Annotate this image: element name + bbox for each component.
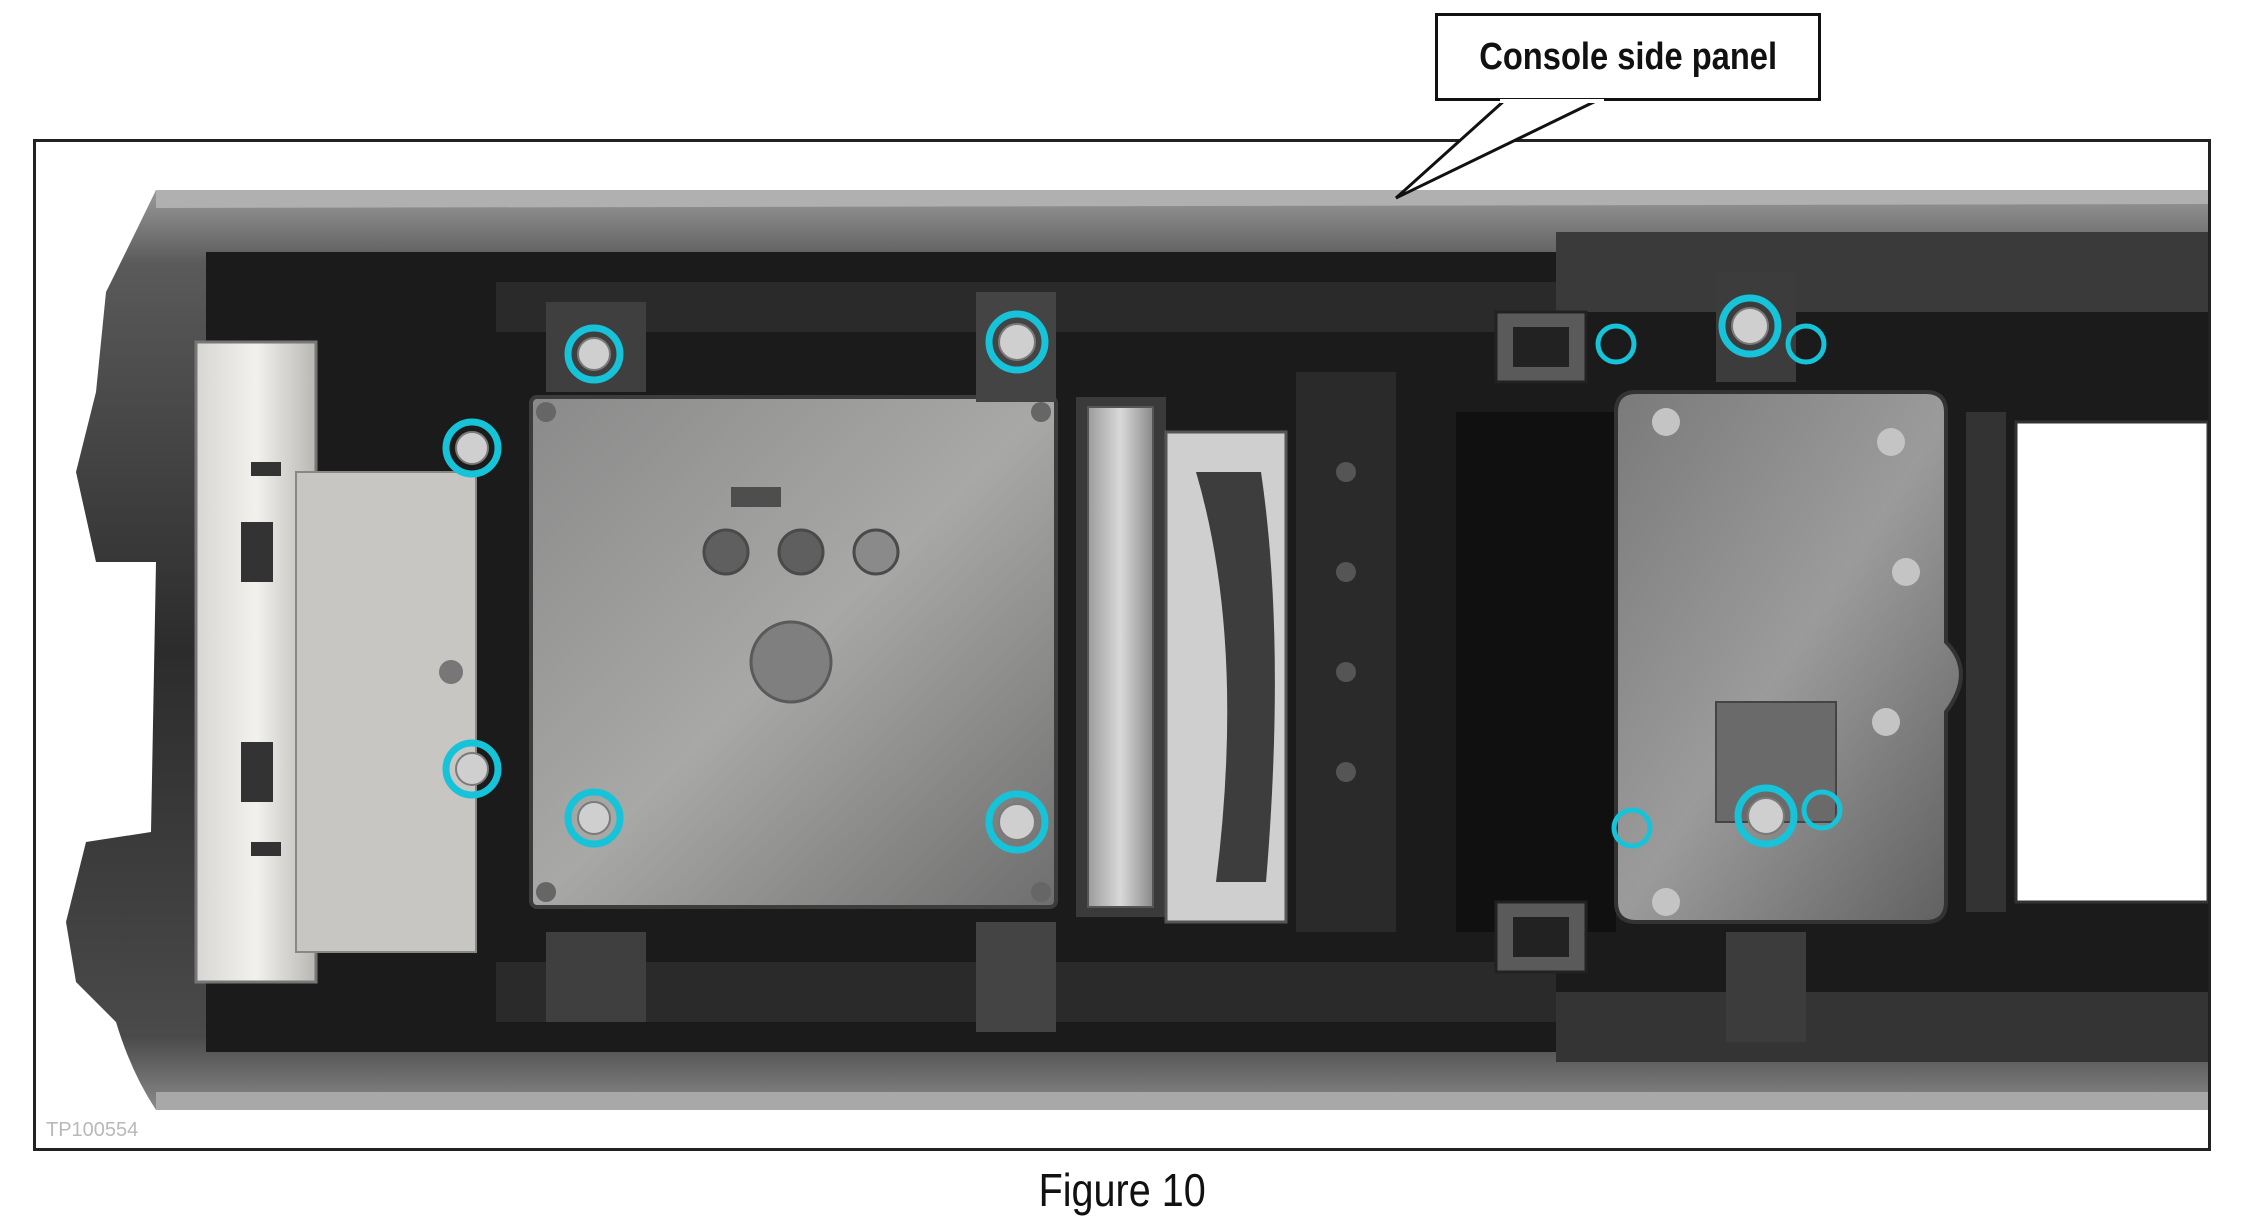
fastener-highlight-ring [1611, 807, 1653, 849]
fastener-highlight-ring [985, 310, 1049, 374]
figure-caption-text: Figure 10 [1038, 1164, 1207, 1216]
fastener-highlights [442, 294, 1843, 854]
fastener-highlight-ring [1718, 294, 1782, 358]
fastener-highlight-ring [442, 418, 502, 478]
fastener-highlight-ring [1734, 784, 1798, 848]
fastener-highlight-ring [985, 790, 1049, 854]
figure-caption: Figure 10 [0, 1163, 2245, 1217]
fastener-highlight-ring [564, 324, 624, 384]
fastener-highlight-ring [1801, 789, 1843, 831]
fastener-highlight-ring [1595, 323, 1637, 365]
callout-label: Console side panel [1479, 35, 1777, 78]
callout-box: Console side panel [1435, 13, 1821, 101]
fastener-highlight-ring [442, 739, 502, 799]
console-photo: TP100554 [33, 139, 2211, 1151]
fastener-highlight-ring [1785, 323, 1827, 365]
console-illustration: TP100554 [46, 190, 2208, 1141]
fastener-highlight-ring [564, 788, 624, 848]
photo-id: TP100554 [46, 1119, 138, 1141]
